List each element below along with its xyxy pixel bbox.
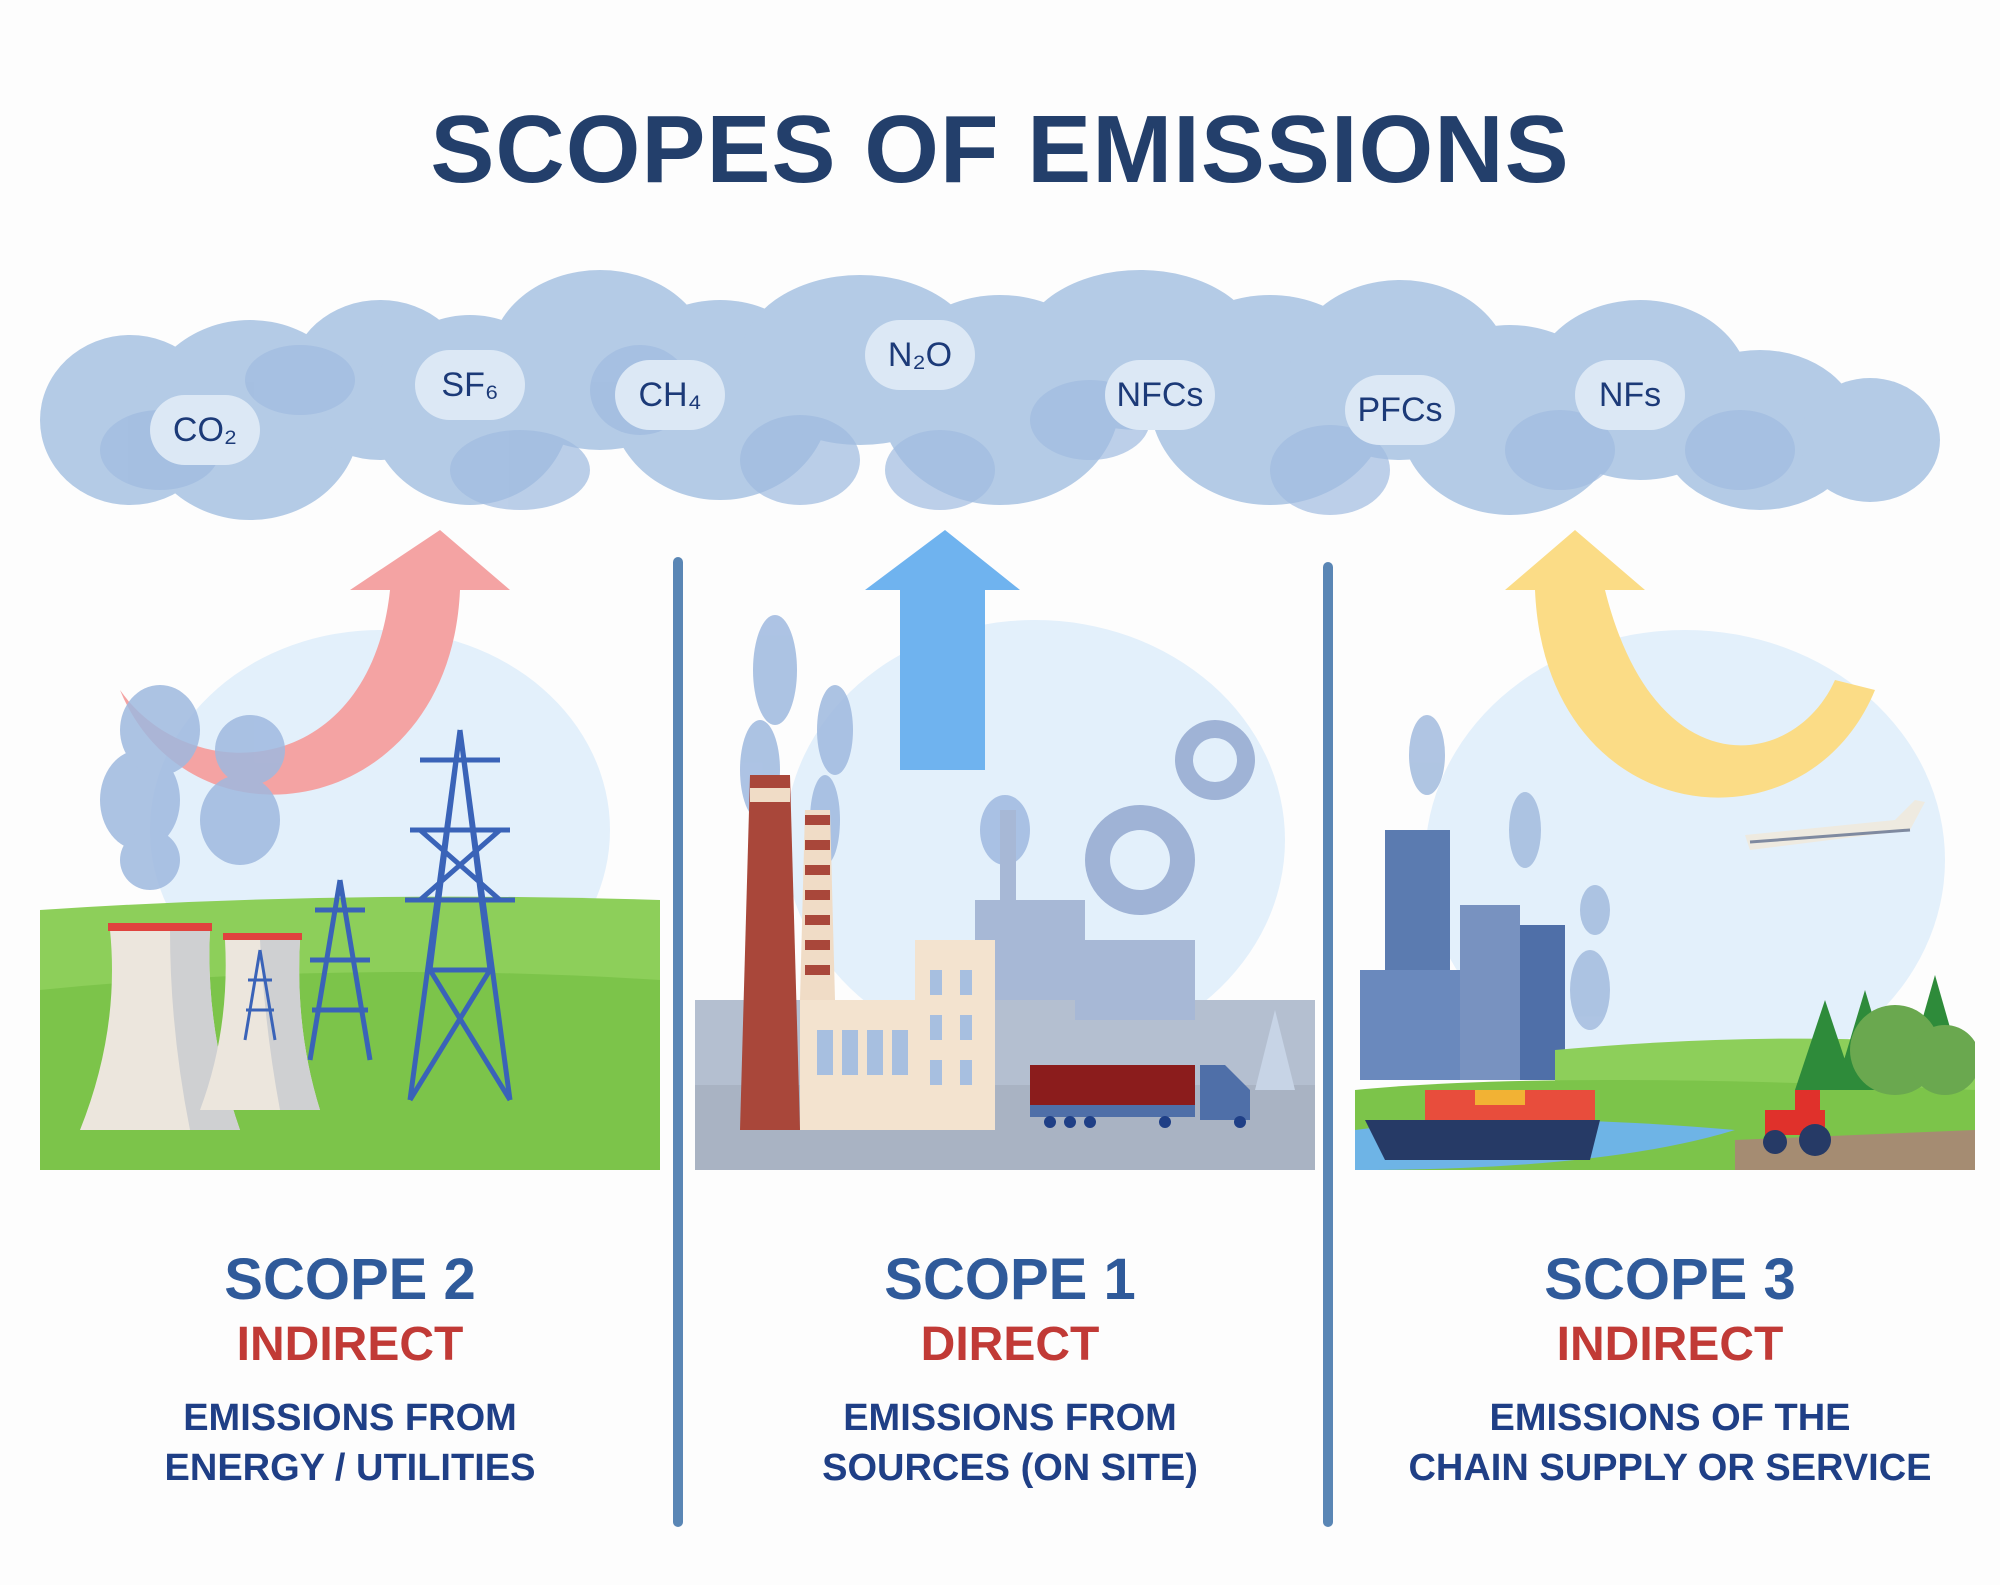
gas-cloud-icon — [150, 395, 260, 465]
scope3-illustration — [1355, 530, 1975, 1170]
gas-cloud-icon — [415, 350, 525, 420]
gas-cloud-icon — [1345, 375, 1455, 445]
scope1-illustration — [695, 530, 1315, 1170]
scope2-kind: INDIRECT — [236, 1318, 464, 1371]
scope1-title: SCOPE 1 — [884, 1247, 1136, 1312]
gas-label: PFCs — [1345, 375, 1455, 445]
gas-cloud-icon — [615, 360, 725, 430]
divider-left — [673, 557, 683, 1527]
scope2-caption: SCOPE 2 INDIRECT EMISSIONS FROM ENERGY /… — [60, 1245, 640, 1493]
scope2-illustration — [40, 530, 660, 1170]
scope1-caption: SCOPE 1 DIRECT EMISSIONS FROM SOURCES (O… — [710, 1245, 1310, 1493]
scope3-desc-line2: CHAIN SUPPLY OR SERVICE — [1408, 1447, 1932, 1489]
truck-icon — [1030, 1065, 1195, 1105]
gas-cloud-icon — [1575, 360, 1685, 430]
gas-label: CO₂ — [150, 395, 260, 465]
gas-cloud-icon — [865, 320, 975, 390]
scope1-arrow-icon — [865, 530, 1020, 770]
plane-icon — [1745, 800, 1925, 850]
divider-right — [1323, 562, 1333, 1527]
gas-label: N₂O — [865, 320, 975, 390]
scope2-arrow-icon — [120, 530, 510, 795]
scope1-kind: DIRECT — [920, 1318, 1100, 1371]
gas-label: SF₆ — [415, 350, 525, 420]
scope2-desc-line2: ENERGY / UTILITIES — [164, 1447, 536, 1489]
scope2-title: SCOPE 2 — [224, 1247, 476, 1312]
scope3-arrow-icon — [1505, 530, 1875, 798]
gas-cloud-icon — [1105, 360, 1215, 430]
scope2-desc-line1: EMISSIONS FROM — [183, 1397, 517, 1439]
page-title: SCOPES OF EMISSIONS — [430, 96, 1570, 203]
gas-label: NFCs — [1105, 360, 1215, 430]
gas-label: NFs — [1575, 360, 1685, 430]
scope3-caption: SCOPE 3 INDIRECT EMISSIONS OF THE CHAIN … — [1340, 1245, 2000, 1493]
scope3-kind: INDIRECT — [1556, 1318, 1784, 1371]
scope3-title: SCOPE 3 — [1544, 1247, 1796, 1312]
gas-label: CH₄ — [615, 360, 725, 430]
scope1-desc-line2: SOURCES (ON SITE) — [822, 1447, 1198, 1489]
tractor-icon — [1763, 1090, 1831, 1156]
scope3-desc-line1: EMISSIONS OF THE — [1489, 1397, 1851, 1439]
scope1-desc-line1: EMISSIONS FROM — [843, 1397, 1177, 1439]
